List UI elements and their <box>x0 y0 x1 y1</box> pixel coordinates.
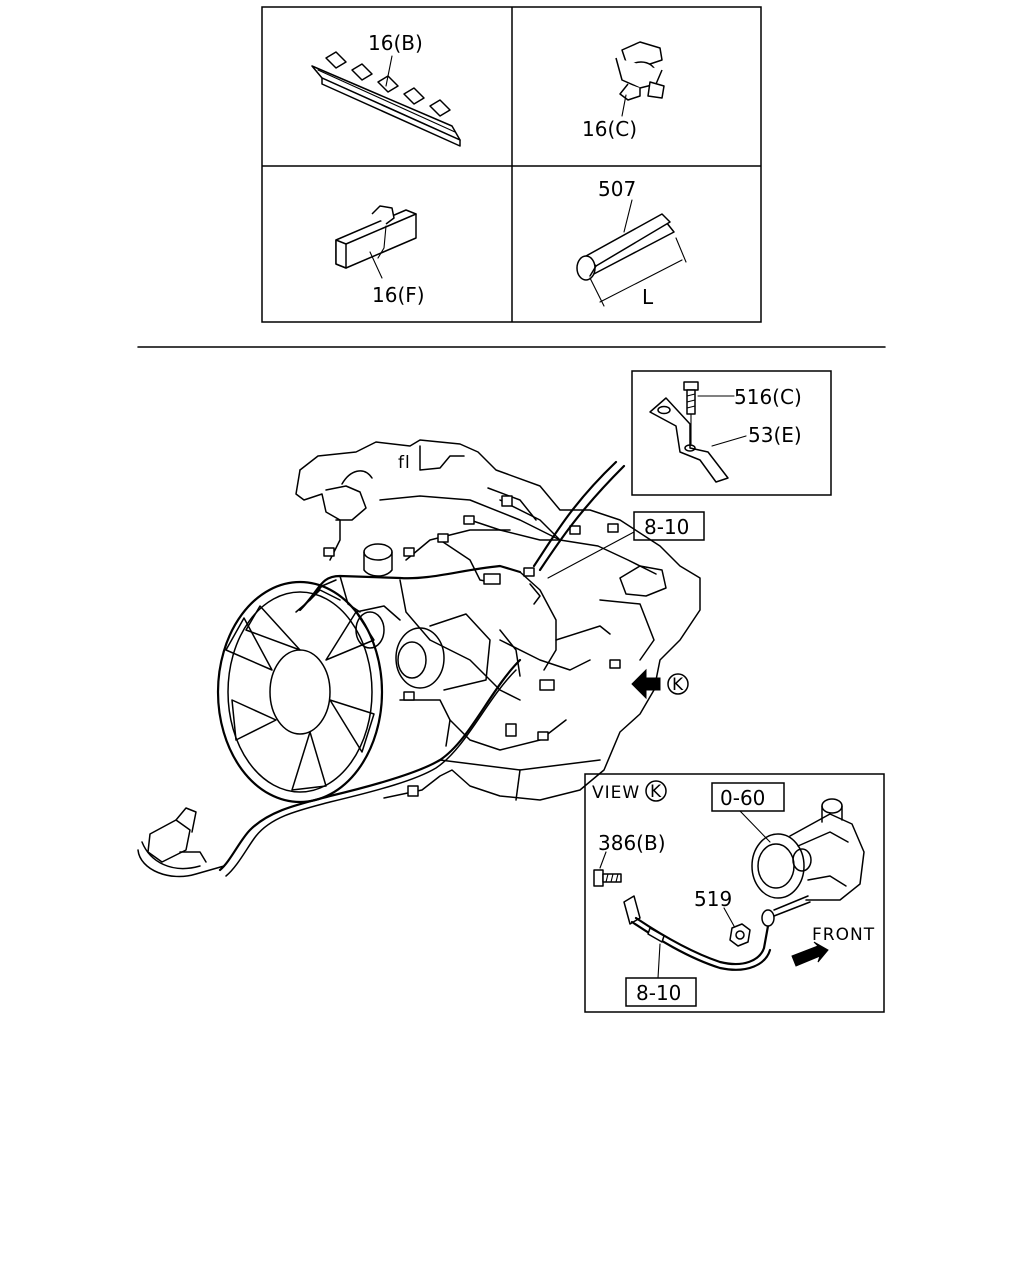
clamp-16c-drawing <box>615 41 665 117</box>
bracket-inset: 516(C) 53(E) <box>631 370 832 496</box>
ref-8-10-top: 8-10 <box>644 515 689 539</box>
engine-block-outline <box>299 439 701 801</box>
callout-516c: 516(C) <box>734 385 802 409</box>
bolt-516c-drawing <box>683 381 699 445</box>
ground-cable-drawing <box>623 895 811 971</box>
wire-harness-lower <box>218 658 522 872</box>
front-label: FRONT <box>812 925 875 945</box>
view-k-title: VIEW <box>592 783 640 803</box>
ref-0-60: 0-60 <box>720 786 765 810</box>
leader-519 <box>723 907 735 927</box>
ref-box-8-10-top <box>633 511 705 541</box>
harness-connectors <box>323 495 621 797</box>
view-arrow-k: K <box>631 668 689 700</box>
view-k-inset-border <box>584 773 885 1013</box>
front-arrow-icon <box>791 941 829 967</box>
view-k-inset: VIEW K 0-60 386(B) <box>584 773 885 1013</box>
bracket-53e-drawing <box>649 397 729 483</box>
nut-519-drawing <box>729 923 751 947</box>
ref-8-10-bottom: 8-10 <box>636 981 681 1005</box>
leader-0-60 <box>739 810 771 843</box>
bracket-inset-border <box>631 370 832 496</box>
ref-box-0-60 <box>711 782 785 812</box>
harness-end-bracket <box>137 807 225 878</box>
view-k-letter: K <box>650 782 662 802</box>
ref-box-8-10-bottom <box>625 977 697 1007</box>
bolt-386b-drawing <box>593 869 622 887</box>
starter-motor-drawing <box>751 798 865 901</box>
parts-grid: 16(B) 16(C) 16(F) <box>261 6 762 323</box>
callout-386b: 386(B) <box>598 831 666 855</box>
clip-rail-16b-drawing <box>311 51 461 147</box>
view-arrow-k-label: K <box>672 675 684 695</box>
clip-16f-drawing <box>335 205 417 279</box>
callout-53e: 53(E) <box>748 423 802 447</box>
callout-16c: 16(C) <box>582 117 637 141</box>
callout-519: 519 <box>694 887 732 911</box>
ground-strap <box>538 464 626 572</box>
leader-8-10-bottom <box>657 943 661 979</box>
leader-53e <box>711 435 747 447</box>
callout-16f: 16(F) <box>372 283 425 307</box>
callout-507: 507 <box>598 177 636 201</box>
protector-507-drawing <box>576 199 687 307</box>
leader-8-10-top <box>547 531 635 579</box>
dimension-l: L <box>642 285 654 309</box>
wire-harness-main <box>298 564 522 612</box>
engine-mark: fl <box>398 453 411 473</box>
leader-386b <box>599 851 607 869</box>
oil-filler-cap <box>363 543 393 577</box>
engine-assembly: fl 8-10 K <box>137 439 705 878</box>
cooling-fan <box>216 580 384 804</box>
callout-16b: 16(B) <box>368 31 423 55</box>
